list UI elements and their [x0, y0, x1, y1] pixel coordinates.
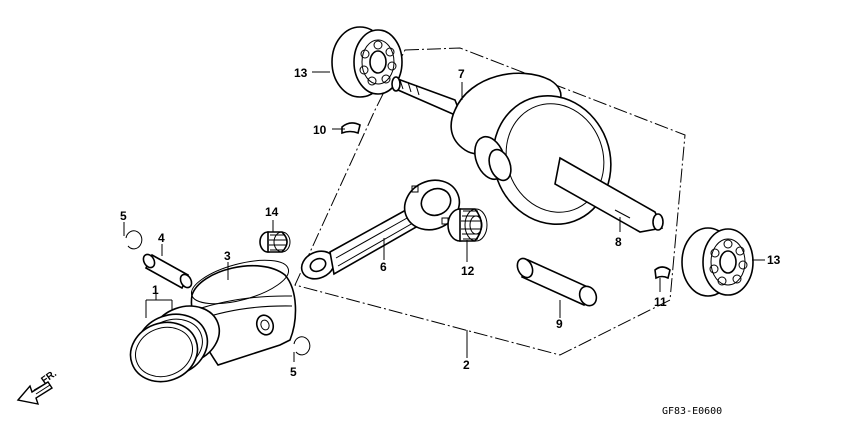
callout-13-right: 13: [767, 253, 781, 267]
callout-6: 6: [380, 260, 387, 274]
diagram-code: GF83-E0600: [662, 406, 722, 417]
crankshaft-assembly-outline: [294, 47, 686, 356]
callout-11: 11: [654, 295, 667, 309]
piston-pin-4[interactable]: [141, 252, 194, 290]
needle-bearing-14[interactable]: [259, 231, 291, 253]
callout-14: 14: [265, 205, 279, 219]
callout-10: 10: [313, 123, 327, 137]
connecting-rod[interactable]: [297, 171, 467, 284]
front-direction-indicator: FR.: [16, 368, 59, 405]
leader-lines: [123, 71, 765, 362]
callout-7: 7: [458, 67, 465, 81]
bearing-top[interactable]: [331, 26, 403, 98]
callout-12: 12: [461, 264, 475, 278]
callout-5-top: 5: [120, 209, 127, 223]
bearing-right[interactable]: [681, 227, 754, 297]
callout-13-top: 13: [294, 66, 308, 80]
clip-5-top[interactable]: [125, 230, 143, 250]
callout-9: 9: [556, 317, 563, 331]
clip-5-bottom[interactable]: [293, 336, 311, 356]
piston-pin-9[interactable]: [514, 256, 599, 308]
callout-4: 4: [158, 231, 165, 245]
woodruff-key-10[interactable]: [341, 122, 361, 135]
needle-bearing-12[interactable]: [447, 208, 488, 242]
callout-5-bottom: 5: [290, 365, 297, 379]
woodruff-key-11[interactable]: [654, 266, 671, 280]
piston-rings[interactable]: [122, 297, 227, 391]
crankshaft[interactable]: [391, 72, 664, 241]
callout-3: 3: [224, 249, 231, 263]
callout-8: 8: [615, 235, 622, 249]
callout-2: 2: [463, 358, 470, 372]
callout-1: 1: [152, 283, 159, 297]
front-label: FR.: [39, 368, 59, 386]
